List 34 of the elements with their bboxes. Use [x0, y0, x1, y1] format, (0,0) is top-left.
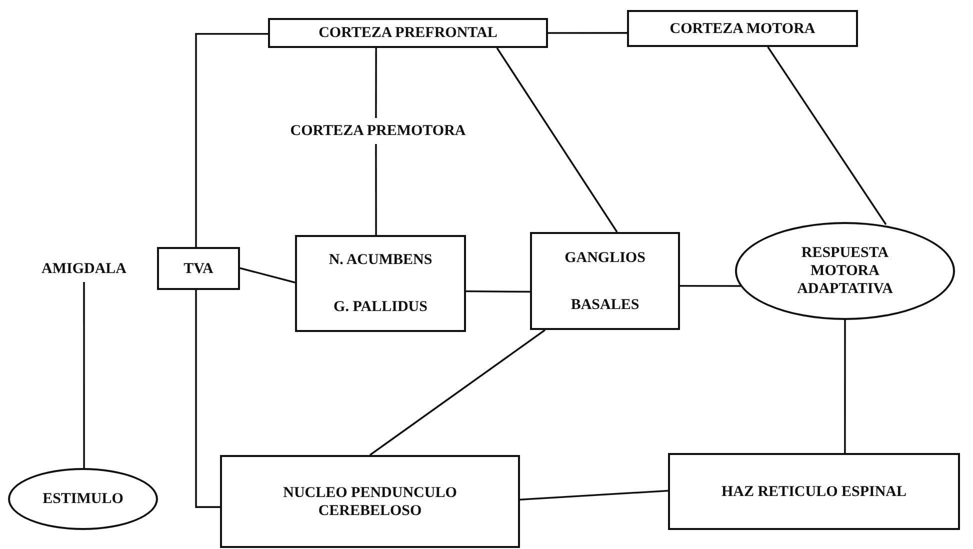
- connector-line: [520, 490, 668, 501]
- node-label: BASALES: [570, 296, 640, 314]
- node-label: GANGLIOS: [564, 248, 646, 266]
- connector-line: [195, 33, 268, 247]
- process-box: [668, 453, 960, 530]
- node-label: HAZ RETICULO ESPINAL: [721, 482, 907, 500]
- connector-line: [767, 46, 887, 225]
- process-box: [627, 10, 858, 47]
- node-label: TVA: [184, 260, 214, 278]
- connector-line: [369, 329, 546, 456]
- process-box: [220, 455, 520, 548]
- process-box: [295, 235, 466, 332]
- connector-line: [466, 290, 530, 293]
- connector-line: [375, 48, 377, 118]
- node-label: RESPUESTA MOTORA ADAPTATIVA: [796, 244, 894, 298]
- process-box: [157, 247, 240, 290]
- connector-line: [548, 32, 627, 34]
- connector-line: [844, 320, 846, 453]
- connector-line: [680, 285, 741, 287]
- node-label: N. ACUMBENS: [328, 251, 432, 270]
- node-label: CORTEZA PREMOTORA: [290, 122, 466, 140]
- node-label: AMIGDALA: [42, 260, 126, 278]
- connector-line: [83, 282, 85, 468]
- connector-line: [496, 48, 618, 232]
- connector-line: [375, 144, 377, 235]
- process-box: [530, 232, 680, 330]
- node-label: CORTEZA MOTORA: [670, 20, 816, 38]
- node-label: ESTIMULO: [42, 490, 124, 508]
- node-label: G. PALLIDUS: [334, 298, 428, 316]
- connector-line: [195, 290, 220, 508]
- process-box: [268, 18, 548, 48]
- node-label: NUCLEO PENDUNCULO CEREBELOSO: [282, 484, 458, 520]
- node-label: CORTEZA PREFRONTAL: [318, 24, 498, 42]
- connector-line: [240, 267, 296, 284]
